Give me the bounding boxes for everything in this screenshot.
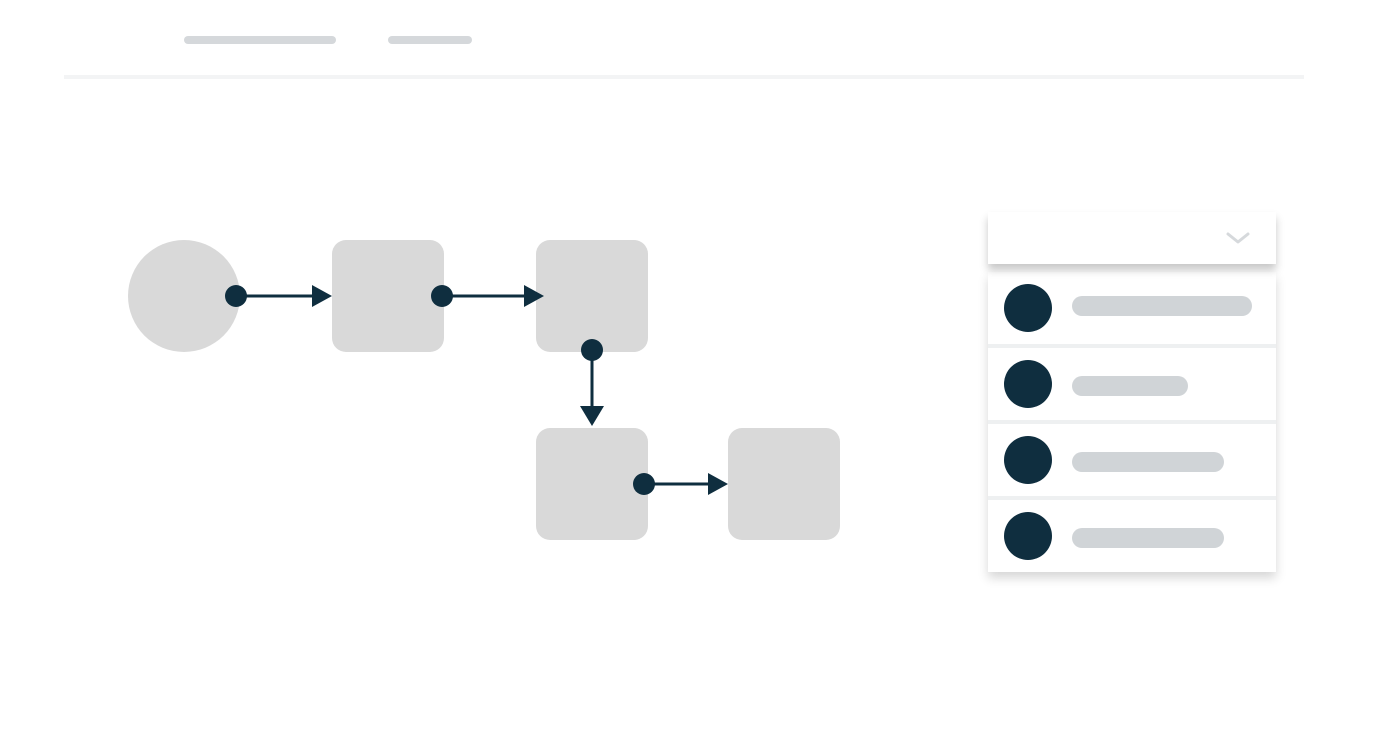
step-node[interactable] (536, 428, 648, 540)
avatar (1004, 512, 1052, 560)
list-item-label (1072, 452, 1224, 472)
list-item-label (1072, 376, 1188, 396)
list-item-label (1072, 296, 1252, 316)
list-item-label (1072, 528, 1224, 548)
avatar (1004, 284, 1052, 332)
list-item[interactable] (988, 424, 1276, 496)
chevron-down-icon[interactable] (1226, 228, 1250, 248)
list-item[interactable] (988, 348, 1276, 420)
step-node[interactable] (536, 240, 648, 352)
nav-item-placeholder[interactable] (388, 36, 472, 44)
connector-handle[interactable] (633, 473, 655, 495)
step-node[interactable] (728, 428, 840, 540)
connector-arrow (431, 285, 544, 307)
dropdown-list (988, 272, 1276, 572)
connector-handle[interactable] (581, 339, 603, 361)
start-node[interactable] (128, 240, 240, 352)
list-item[interactable] (988, 272, 1276, 344)
nav-item-placeholder[interactable] (184, 36, 336, 44)
avatar (1004, 360, 1052, 408)
step-node[interactable] (332, 240, 444, 352)
connector-arrow (633, 473, 728, 495)
connector-arrow (580, 339, 604, 426)
avatar (1004, 436, 1052, 484)
header-divider (64, 75, 1304, 79)
list-item[interactable] (988, 500, 1276, 572)
connector-arrow (225, 285, 332, 307)
dropdown-toggle[interactable] (988, 212, 1276, 264)
connector-handle[interactable] (225, 285, 247, 307)
dropdown (988, 212, 1276, 572)
connector-handle[interactable] (431, 285, 453, 307)
